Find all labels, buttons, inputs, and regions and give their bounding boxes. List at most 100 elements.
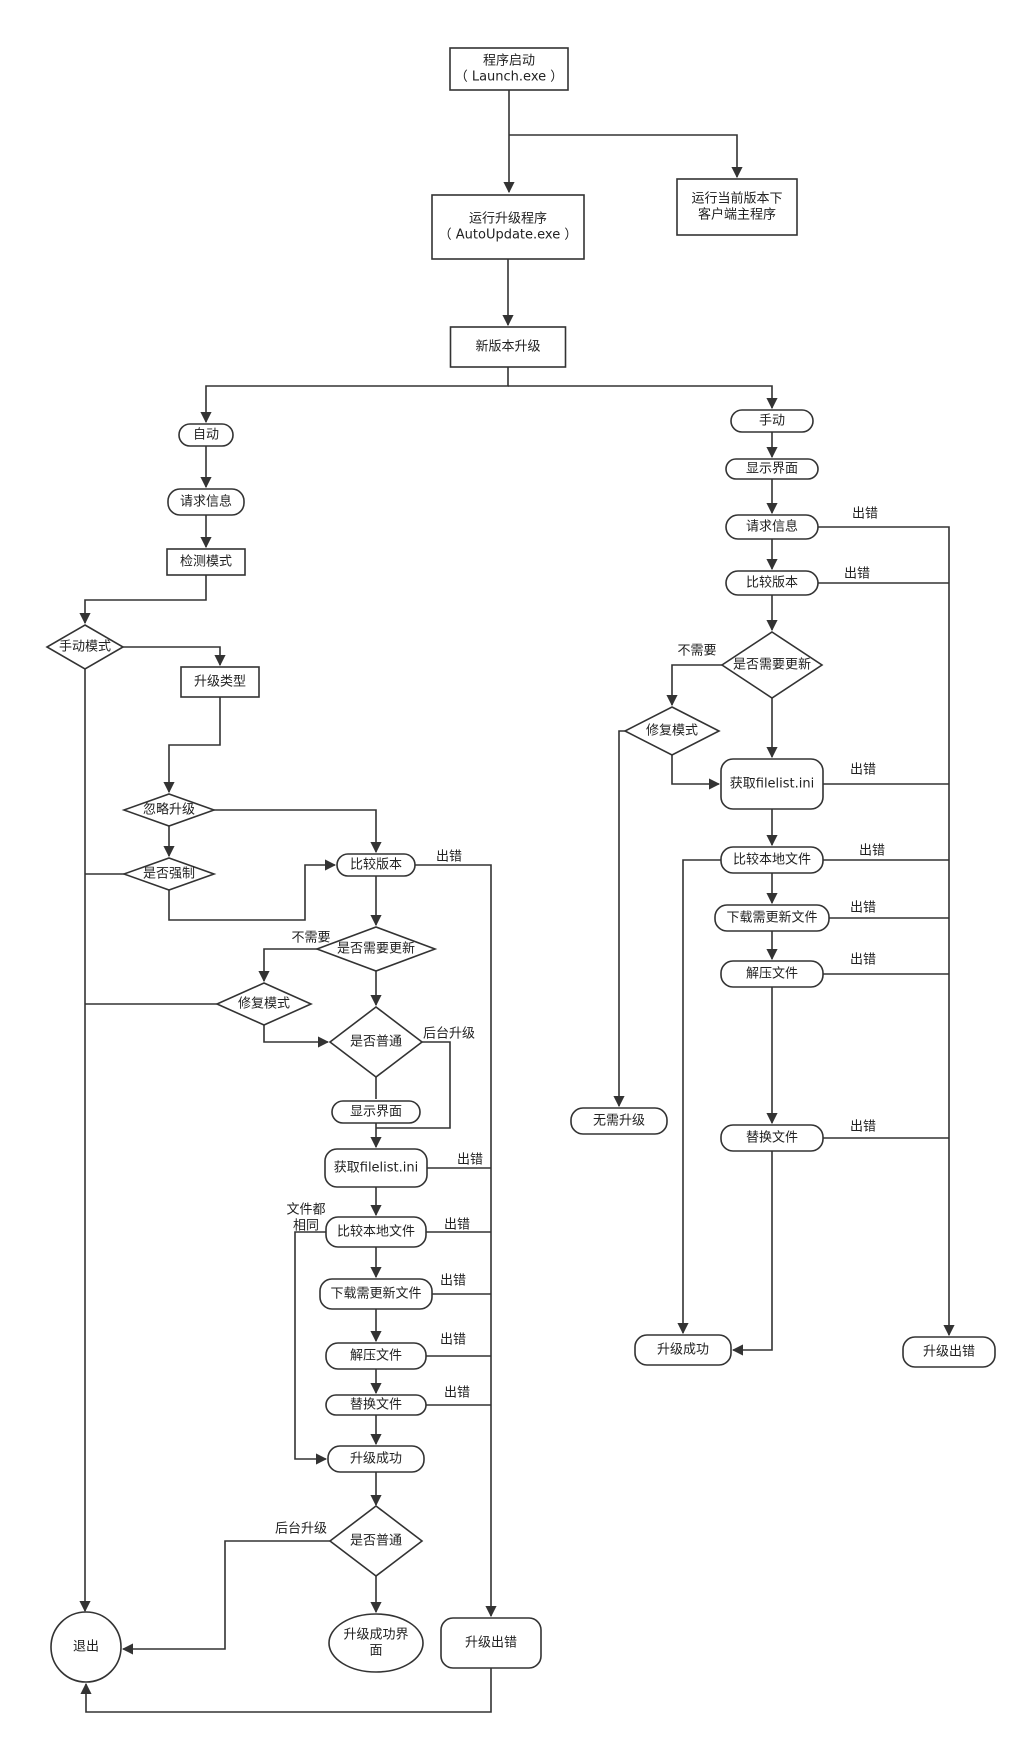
connector-12 — [168, 859, 337, 921]
right-download-node-label: 下载需更新文件 — [726, 910, 817, 926]
right-repair-mode-diamond-label: 修复模式 — [646, 724, 698, 739]
left-is-normal2-diamond-label: 是否普通 — [350, 1534, 402, 1549]
error-label-request-info-label: 出错 — [852, 507, 878, 522]
left-detect-mode-node-label: 检测模式 — [180, 555, 232, 570]
left-detect-mode-node: 检测模式 — [166, 548, 246, 576]
error-label-request-info: 出错 — [852, 507, 878, 522]
connector-51 — [677, 859, 721, 1335]
connector-30 — [121, 1540, 330, 1655]
left-show-ui-node-label: 显示界面 — [350, 1105, 402, 1120]
exit-node-label: 退出 — [73, 1640, 99, 1655]
run-current-client-node-label: 客户端主程序 — [698, 207, 776, 223]
left-repair-mode-diamond-label: 修复模式 — [238, 997, 290, 1012]
autoupdate-node-label: （ AutoUpdate.exe ） — [439, 228, 578, 243]
run-current-client-node-shape — [676, 178, 798, 236]
autoupdate-node: 运行升级程序（ AutoUpdate.exe ） — [431, 194, 585, 260]
new-version-upgrade-node-shape — [449, 326, 567, 368]
connector-28 — [294, 1231, 328, 1465]
error-label-compare-local-label: 出错 — [444, 1218, 470, 1233]
no-upgrade-node-shape — [570, 1107, 668, 1135]
right-fail-node-label: 升级出错 — [923, 1345, 975, 1360]
right-replace-node-shape — [720, 1124, 824, 1152]
error-label-get-filelist-right: 出错 — [850, 763, 876, 778]
left-download-node-label: 下载需更新文件 — [330, 1286, 421, 1302]
not-needed-label-right-label: 不需要 — [677, 644, 716, 659]
right-replace-node: 替换文件 — [720, 1124, 824, 1152]
left-ignore-upgrade-diamond: 忽略升级 — [121, 793, 217, 827]
left-replace-node-label: 替换文件 — [350, 1398, 402, 1413]
right-download-node: 下载需更新文件 — [714, 904, 830, 932]
left-ignore-upgrade-diamond-label: 忽略升级 — [143, 802, 195, 818]
connector-38 — [80, 1668, 492, 1713]
files-identical-label-label: 文件都 — [286, 1203, 325, 1218]
left-compare-version-node: 比较版本 — [336, 853, 416, 877]
left-is-normal2-diamond: 是否普通 — [328, 1504, 424, 1578]
error-label-get-filelist-label: 出错 — [457, 1153, 483, 1168]
connector-3 — [200, 367, 509, 424]
auto-node: 自动 — [178, 423, 234, 447]
right-fail-node: 升级出错 — [902, 1336, 996, 1368]
edge-labels: 出错不需要后台升级出错文件都相同出错出错出错出错后台升级不需要出错出错出错出错出… — [275, 507, 885, 1537]
right-get-filelist-node-shape — [720, 758, 824, 810]
left-unzip-node-shape — [325, 1342, 427, 1370]
connector-16 — [258, 948, 317, 983]
connector-11 — [214, 809, 382, 854]
left-request-info-node-label: 请求信息 — [180, 494, 232, 510]
error-label-replace-right-label: 出错 — [850, 1120, 876, 1135]
launch-node-label: 程序启动 — [483, 54, 535, 69]
error-label-compare-local: 出错 — [444, 1218, 470, 1233]
error-label-replace-right: 出错 — [850, 1120, 876, 1135]
background-upgrade-label-2-label: 后台升级 — [275, 1522, 327, 1537]
success-ui-node-label: 升级成功界 — [343, 1628, 408, 1643]
right-success-node-shape — [634, 1334, 732, 1366]
launch-node: 程序启动（ Launch.exe ） — [449, 47, 569, 91]
connector-53 — [818, 526, 955, 1337]
left-success-node-label: 升级成功 — [350, 1452, 402, 1467]
left-unzip-node: 解压文件 — [325, 1342, 427, 1370]
left-fail-node-shape — [440, 1617, 542, 1669]
connector-8 — [123, 646, 226, 667]
left-compare-local-node-label: 比较本地文件 — [337, 1225, 415, 1240]
auto-node-shape — [178, 423, 234, 447]
left-show-ui-node-shape — [331, 1100, 421, 1124]
left-request-info-node: 请求信息 — [167, 488, 245, 516]
left-fail-node-label: 升级出错 — [465, 1636, 517, 1651]
left-upgrade-type-node-shape — [180, 666, 260, 698]
connector-32 — [415, 864, 497, 1618]
exit-node-shape — [50, 1611, 122, 1683]
right-get-filelist-node: 获取filelist.ini — [720, 758, 824, 810]
right-fail-node-shape — [902, 1336, 996, 1368]
left-force-diamond-shape — [121, 857, 217, 891]
right-show-ui-node: 显示界面 — [725, 458, 819, 480]
connector-20 — [376, 1041, 451, 1129]
connector-4 — [508, 385, 778, 410]
left-detect-mode-node-shape — [166, 548, 246, 576]
right-compare-version-node-shape — [725, 570, 819, 596]
error-label-compare-version: 出错 — [436, 850, 462, 865]
error-label-compare-version-right: 出错 — [844, 567, 870, 582]
new-version-upgrade-node: 新版本升级 — [449, 326, 567, 368]
error-label-compare-version-label: 出错 — [436, 850, 462, 865]
right-request-info-node-shape — [725, 514, 819, 540]
connector-9 — [163, 697, 221, 794]
error-label-download-right: 出错 — [850, 901, 876, 916]
left-upgrade-type-node-label: 升级类型 — [194, 675, 246, 690]
manual-node-shape — [730, 409, 814, 433]
right-unzip-node-label: 解压文件 — [746, 967, 798, 982]
left-need-update-diamond-label: 是否需要更新 — [337, 941, 415, 957]
left-force-diamond-label: 是否强制 — [143, 867, 195, 882]
error-label-unzip-right-label: 出错 — [850, 953, 876, 968]
error-label-replace-label: 出错 — [444, 1386, 470, 1401]
left-is-normal-diamond-shape — [328, 1005, 424, 1079]
right-compare-local-node-shape — [720, 846, 824, 874]
left-download-node-shape — [319, 1278, 433, 1310]
connector-18 — [263, 1025, 330, 1048]
error-label-get-filelist-right-label: 出错 — [850, 763, 876, 778]
manual-node-label: 手动 — [759, 414, 785, 429]
no-upgrade-node-label: 无需升级 — [593, 1114, 645, 1129]
right-compare-local-node: 比较本地文件 — [720, 846, 824, 874]
connector-1 — [509, 134, 743, 179]
